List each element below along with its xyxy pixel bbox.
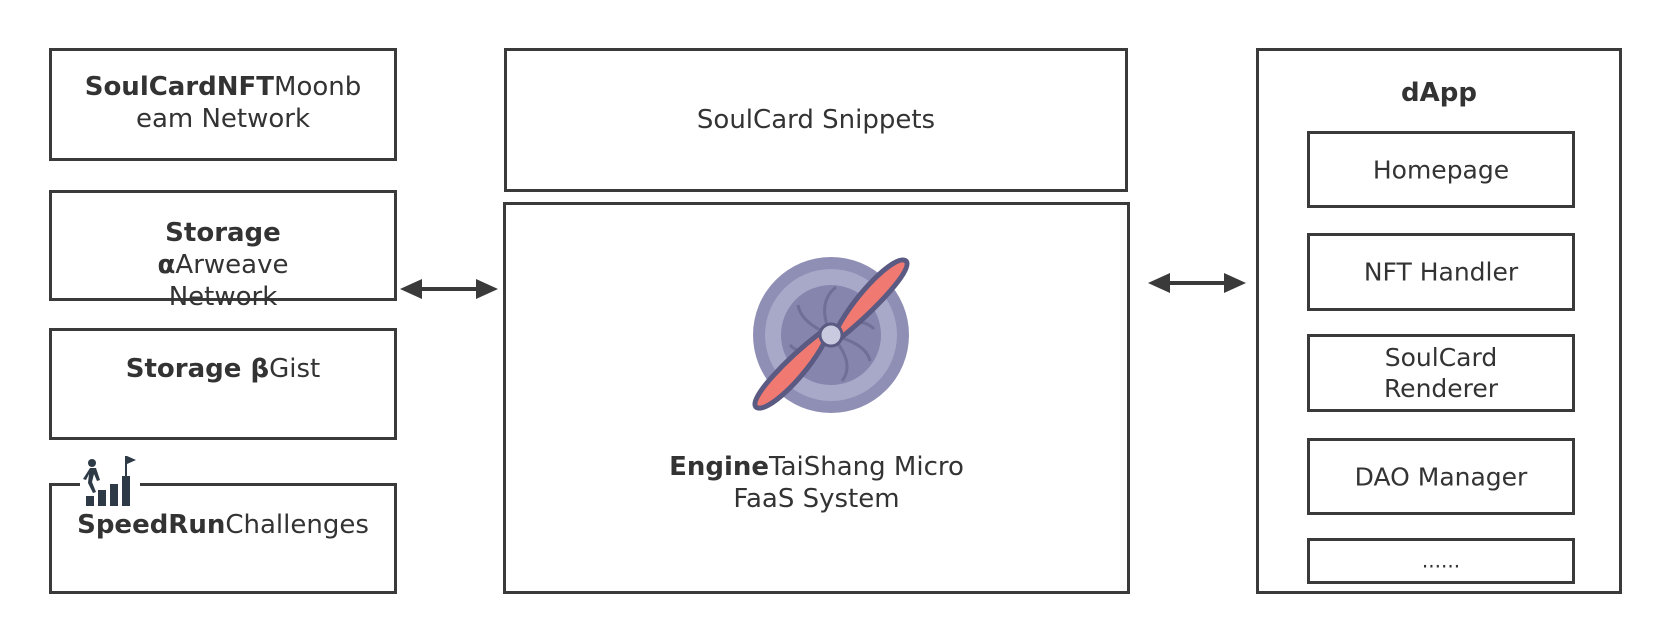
soulcard-snippets-box: SoulCard Snippets [504,48,1128,192]
soulcard-renderer-box: SoulCard Renderer [1307,334,1575,412]
stairs-climber-flag-icon [80,454,140,508]
engine-box: EngineTaiShang Micro FaaS System [503,202,1130,594]
more-items-box: ...... [1307,538,1575,584]
soulcard-snippets-label: SoulCard Snippets [696,105,936,135]
nft-handler-box: NFT Handler [1307,233,1575,311]
engine-label: EngineTaiShang Micro FaaS System [669,452,964,514]
dapp-box: dApp Homepage NFT Handler SoulCard Rende… [1256,48,1622,594]
left-double-arrow [400,279,498,299]
soulcard-nft-label: SoulCardNFTMoonbeam Network [84,72,362,134]
storage-beta-box: Storage βGist [49,328,397,440]
storage-alpha-box: Storage αArweave Network [49,190,397,312]
homepage-box: Homepage [1307,131,1575,208]
dapp-title: dApp [1401,78,1477,108]
homepage-label: Homepage [1372,155,1510,184]
right-double-arrow [1148,273,1246,293]
more-items-label: ...... [1421,548,1461,573]
dao-manager-box: DAO Manager [1307,438,1575,515]
storage-beta-label: Storage βGist [125,354,321,384]
nft-handler-label: NFT Handler [1363,257,1519,287]
soulcard-nft-box: SoulCardNFTMoonbeam Network [49,48,397,161]
storage-alpha-label: Storage αArweave Network [157,218,289,312]
dao-manager-label: DAO Manager [1354,462,1528,491]
propeller-fan-icon [752,257,910,413]
speedrun-label: SpeedRunChallenges [77,510,369,540]
soulcard-renderer-label: SoulCard Renderer [1383,343,1499,403]
speedrun-box: SpeedRunChallenges [49,483,397,594]
